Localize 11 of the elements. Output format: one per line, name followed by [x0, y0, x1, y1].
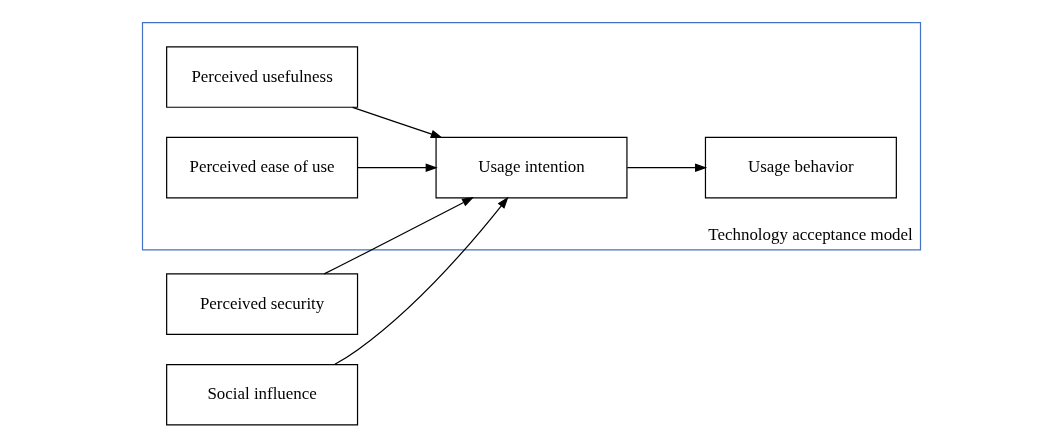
node-box: Usage behavior: [704, 136, 897, 199]
node-box: Usage intention: [435, 136, 628, 199]
node-box: Perceived usefulness: [166, 46, 359, 108]
arrow: [351, 106, 443, 139]
arrow: [334, 196, 509, 365]
arrow: [357, 163, 438, 172]
node-box: Perceived security: [166, 273, 359, 335]
node-box: Social influence: [166, 363, 359, 426]
node-box: Perceived ease of use: [166, 136, 359, 199]
arrow: [626, 163, 708, 172]
arrow: [323, 197, 475, 275]
